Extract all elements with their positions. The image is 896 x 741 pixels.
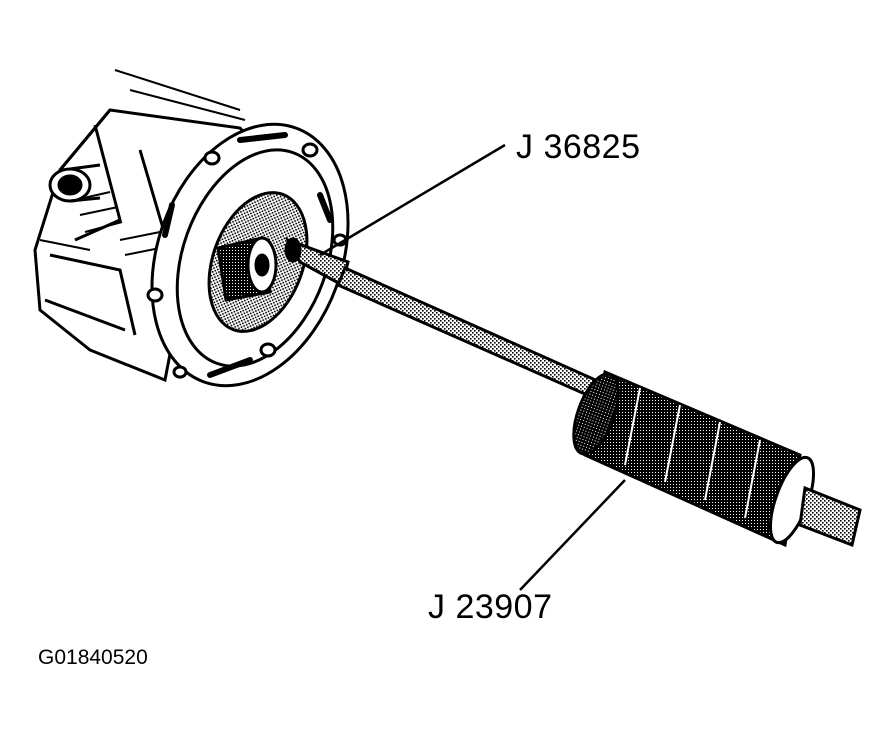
adapter-tool bbox=[284, 237, 350, 288]
slide-hammer-rod bbox=[336, 265, 602, 401]
callout-j36825: J 36825 bbox=[516, 128, 641, 166]
callout-j23907: J 23907 bbox=[428, 588, 553, 626]
leader-lines bbox=[319, 143, 626, 591]
leader-line-bottom bbox=[519, 479, 626, 591]
slide-hammer-weight bbox=[572, 369, 862, 548]
figure-id: G01840520 bbox=[38, 646, 148, 669]
output-shaft bbox=[216, 236, 278, 302]
leader-line-top bbox=[319, 143, 506, 257]
case-boss bbox=[48, 163, 101, 203]
